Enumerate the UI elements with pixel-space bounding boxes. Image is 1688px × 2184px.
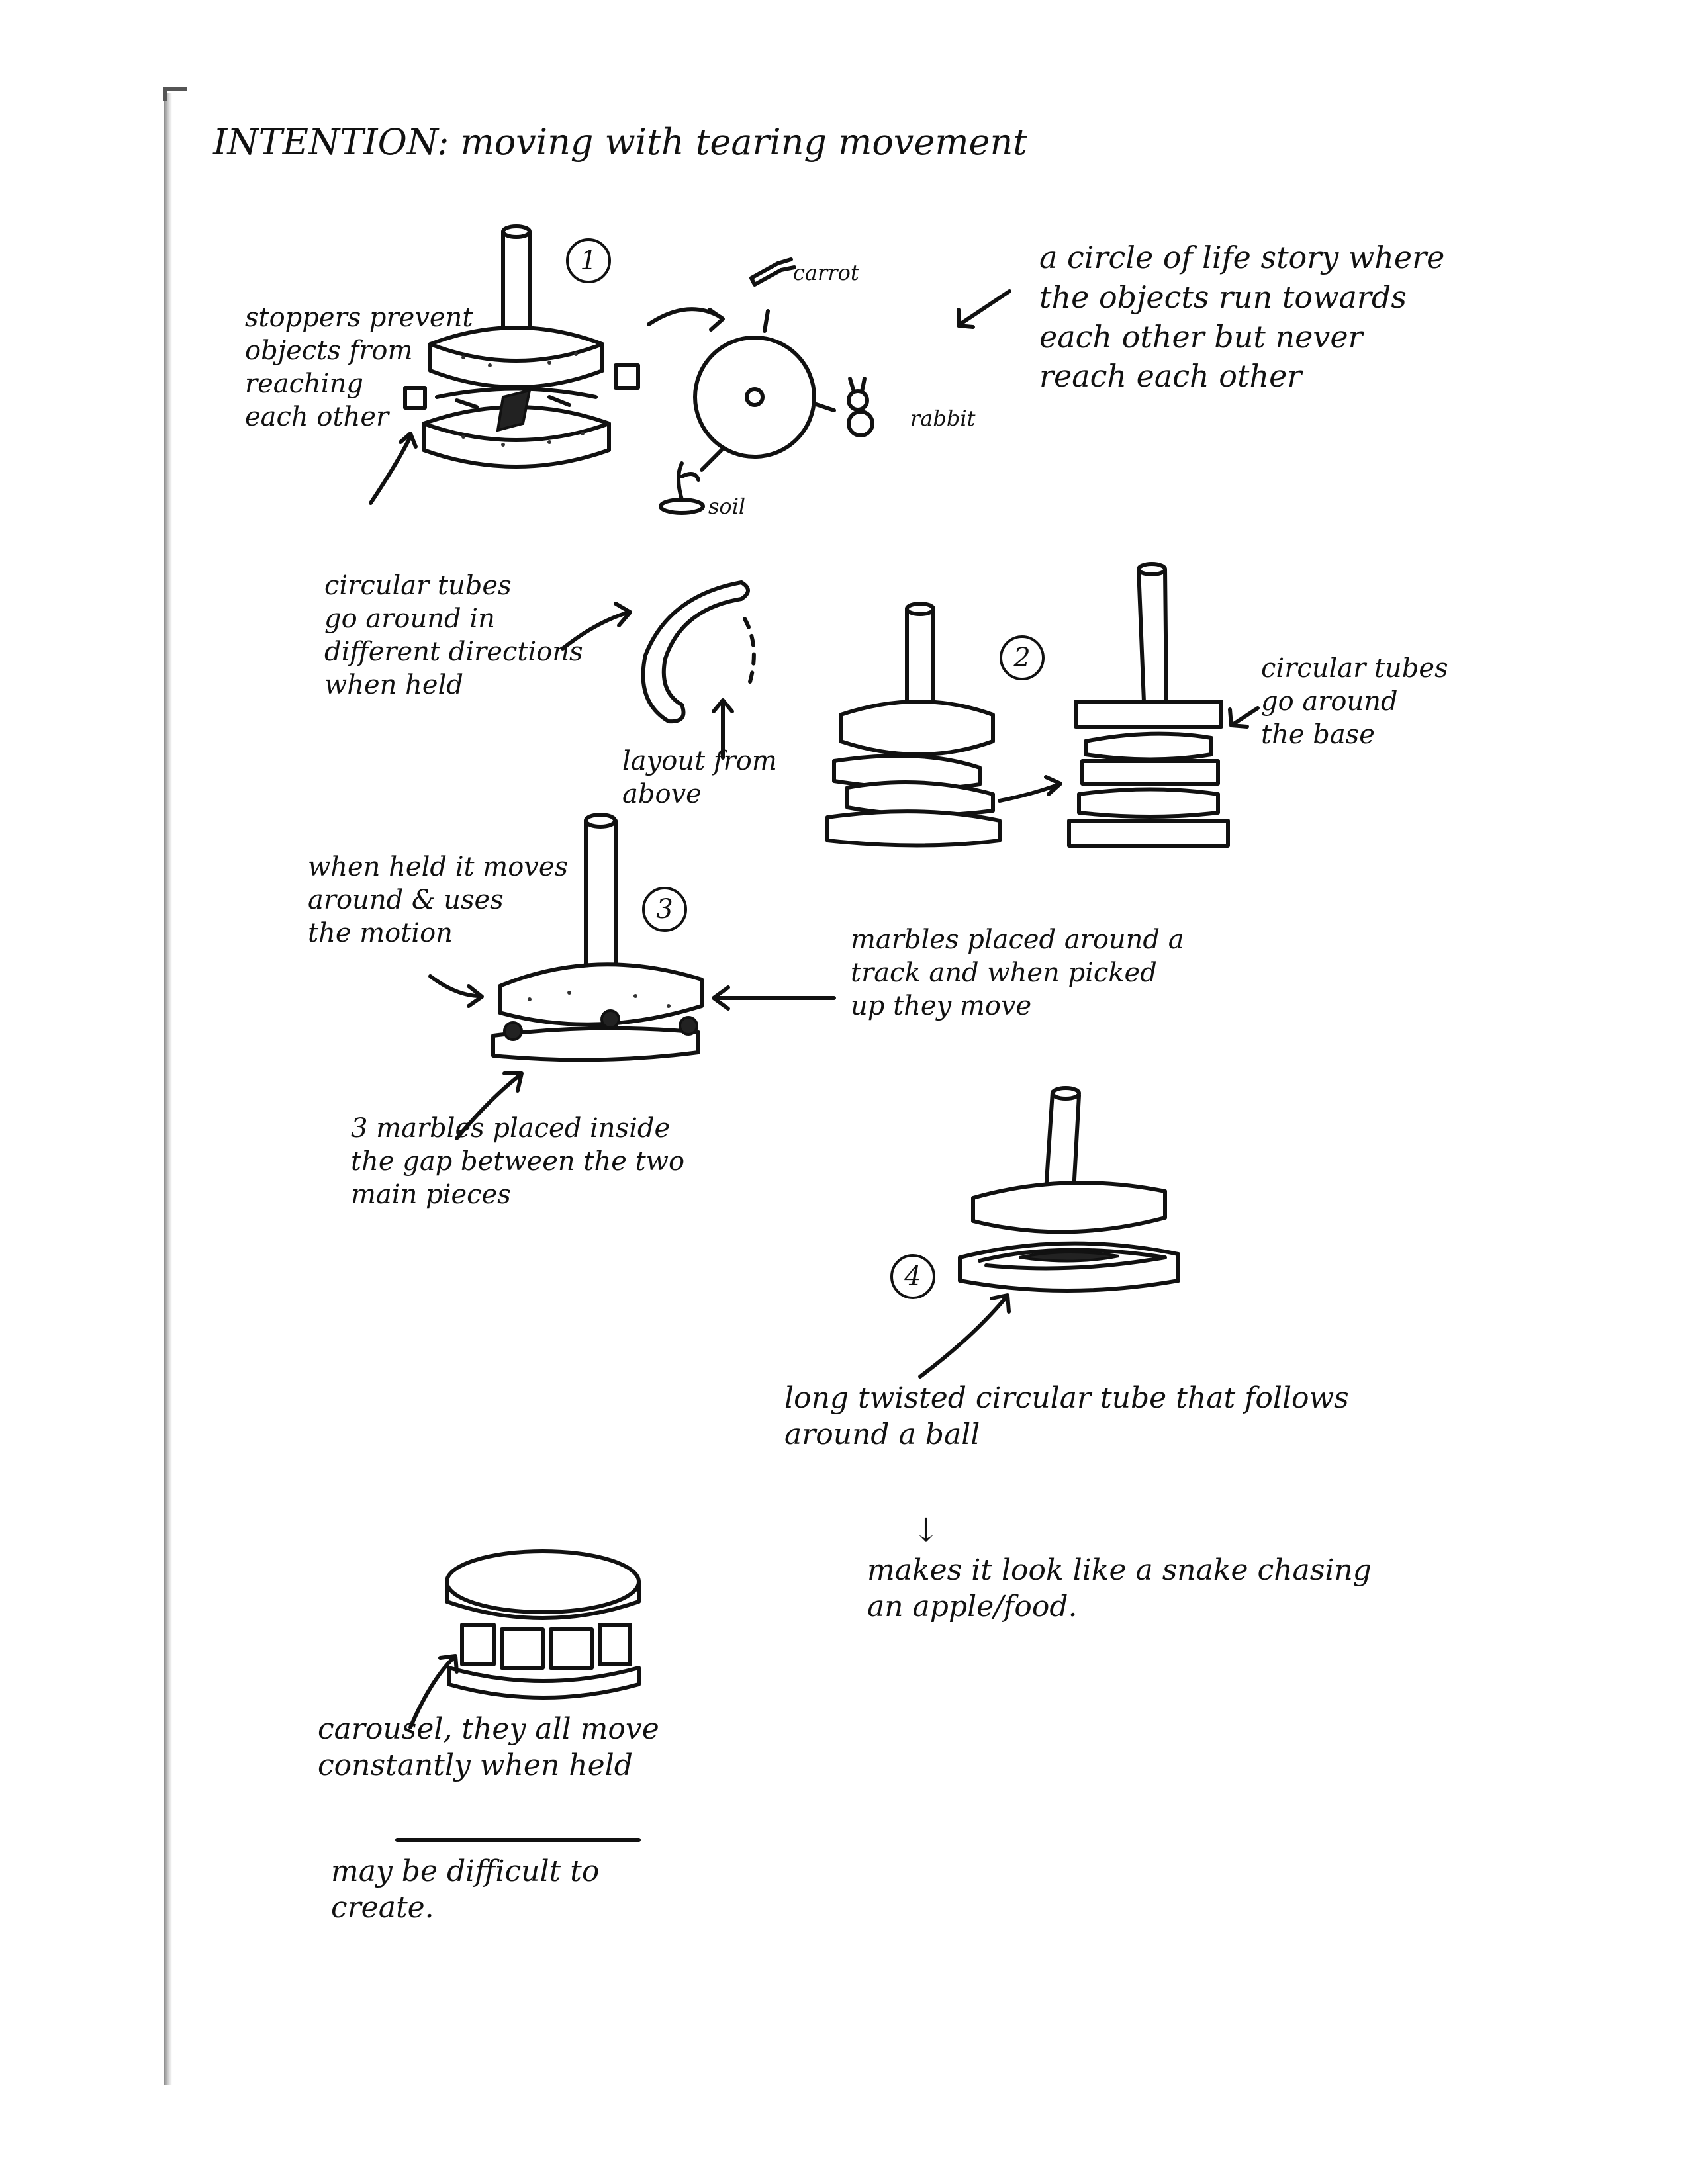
soil-label: soil: [708, 494, 746, 519]
carrot-label: carrot: [793, 260, 859, 285]
circle-of-life-note: a circle of life story where the objects…: [1039, 240, 1445, 394]
page-corner-mark: [163, 87, 187, 101]
down-arrow-glyph: ↓: [912, 1511, 940, 1549]
sketch-3-number: 3: [642, 887, 687, 932]
sketch-5-drawing: [395, 1549, 641, 1842]
sketch-3-drawing: [428, 813, 836, 1140]
marbles-track-note: marbles placed around a track and when p…: [851, 925, 1184, 1021]
sketch-2-number: 2: [1000, 635, 1045, 680]
twisted-tube-note: long twisted circular tube that follows …: [784, 1381, 1349, 1451]
difficulty-note: may be difficult to create.: [331, 1854, 600, 1925]
held-moves-note: when held it moves around & uses the mot…: [308, 852, 569, 948]
tubes-directions-note: circular tubes go around in different di…: [324, 570, 583, 700]
carousel-note: carousel, they all move constantly when …: [318, 1712, 659, 1782]
snake-apple-note: makes it look like a snake chasing an ap…: [867, 1553, 1372, 1623]
rabbit-label: rabbit: [910, 406, 976, 431]
sketch-1-number: 1: [566, 238, 611, 283]
tubes-base-note: circular tubes go around the base: [1261, 653, 1448, 750]
stoppers-note: stoppers prevent objects from reaching e…: [245, 302, 473, 432]
sketch-4-drawing: [918, 1086, 1180, 1379]
layout-above-note: layout from above: [622, 746, 777, 809]
sketch-1-drawing: [369, 224, 1011, 515]
sketch-4-number: 4: [890, 1254, 935, 1299]
sketch-2-drawing: [561, 562, 1260, 848]
page-title: INTENTION: moving with tearing movement: [213, 121, 1027, 163]
notebook-page-edge: [164, 93, 172, 2085]
marbles-gap-note: 3 marbles placed inside the gap between …: [351, 1113, 685, 1210]
